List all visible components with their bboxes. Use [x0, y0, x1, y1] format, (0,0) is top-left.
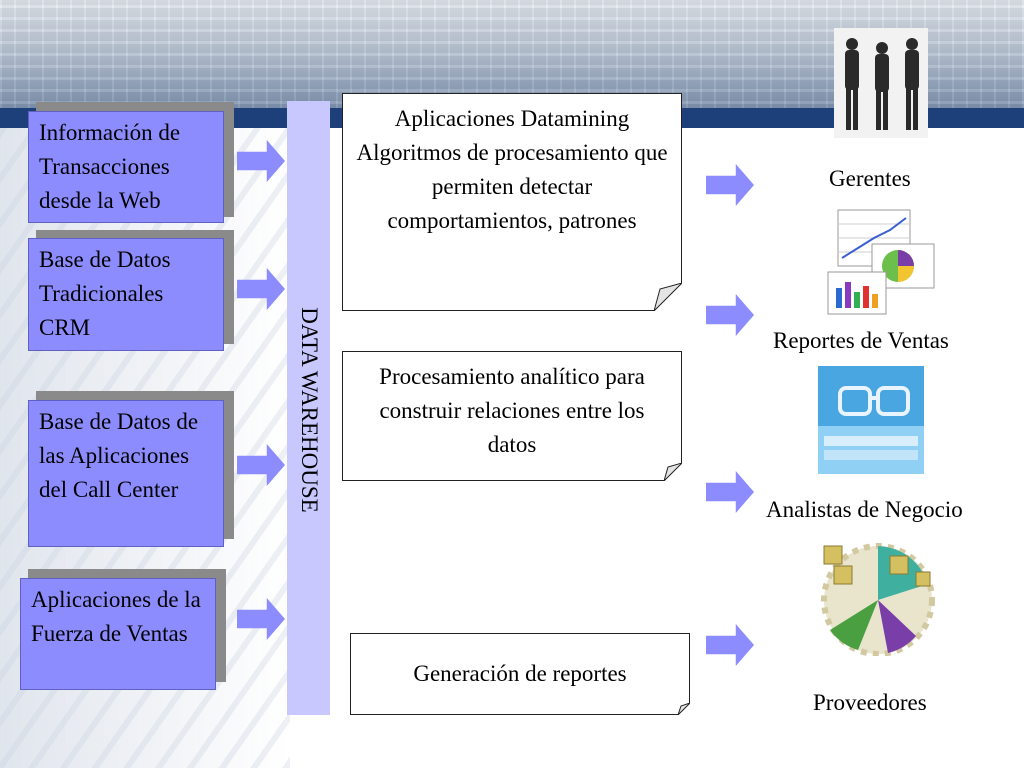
process-note-analytics: Procesamiento analítico para construir r… — [342, 351, 682, 481]
arrow-right-icon — [706, 624, 754, 666]
role-label-suppliers: Proveedores — [813, 690, 927, 715]
role-label-managers: Gerentes — [829, 166, 911, 191]
source-box-web: Información de Transacciones desde la We… — [28, 111, 224, 223]
role-label-sales-reports: Reportes de Ventas — [773, 328, 949, 353]
process-note-text: Aplicaciones Datamining Algoritmos de pr… — [356, 106, 668, 233]
glasses-books-icon — [818, 366, 924, 474]
role-label-business-analysts: Analistas de Negocio — [766, 497, 963, 522]
process-note-text: Generación de reportes — [413, 661, 627, 686]
process-note-text: Procesamiento analítico para construir r… — [379, 364, 645, 457]
page-fold-icon — [664, 463, 682, 481]
data-warehouse-label: DATA WAREHOUSE — [297, 307, 322, 513]
page-fold-icon — [678, 703, 690, 715]
process-note-datamining: Aplicaciones Datamining Algoritmos de pr… — [342, 93, 682, 311]
gears-puzzle-icon — [821, 543, 935, 656]
arrow-right-icon — [706, 294, 754, 336]
source-box-callcenter: Base de Datos de las Aplicaciones del Ca… — [28, 400, 224, 547]
data-warehouse-bar — [287, 101, 330, 715]
process-note-reports: Generación de reportes — [350, 633, 690, 715]
arrow-right-icon — [706, 164, 754, 206]
source-box-sales-force: Aplicaciones de la Fuerza de Ventas — [20, 578, 216, 690]
charts-report-icon — [827, 209, 935, 315]
source-box-crm: Base de Datos Tradicionales CRM — [28, 238, 224, 351]
page-fold-icon — [654, 283, 682, 311]
business-people-icon — [834, 28, 928, 138]
arrow-right-icon — [706, 471, 754, 513]
